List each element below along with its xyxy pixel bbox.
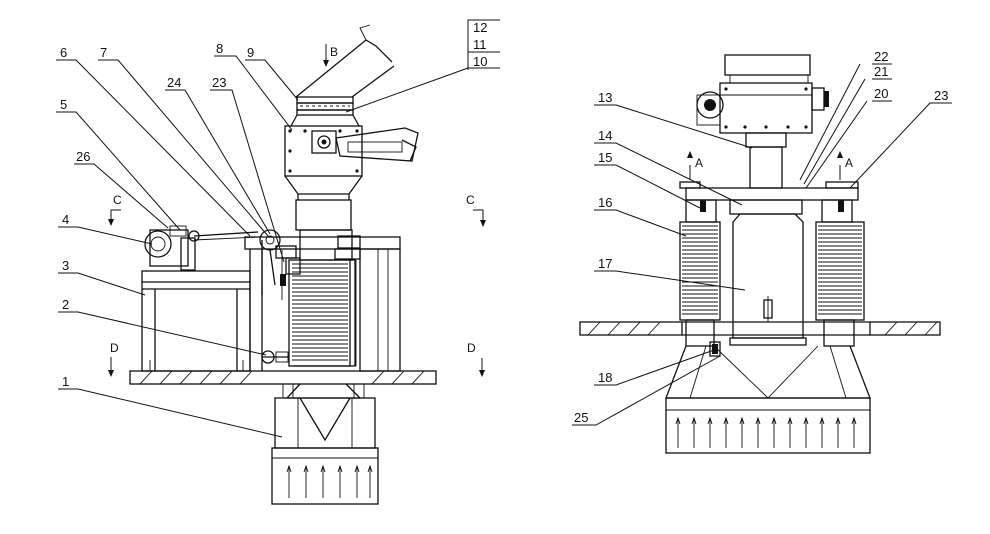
motor <box>144 225 259 271</box>
support-frame <box>141 270 251 372</box>
part-label: 9 <box>247 45 254 60</box>
part-label: 22 <box>874 49 888 64</box>
lower-hopper <box>271 383 379 505</box>
central-column <box>729 213 807 346</box>
screen-column <box>288 229 361 367</box>
part-labels-right: 22 21 20 23 13 14 15 16 17 18 25 <box>574 49 948 425</box>
ground-slab-right <box>579 321 941 336</box>
part-label: 1 <box>62 374 69 389</box>
left-view <box>129 24 437 505</box>
part-label: 15 <box>598 150 612 165</box>
part-label: 16 <box>598 195 612 210</box>
platform-beam <box>679 181 859 215</box>
part-label: 26 <box>76 149 90 164</box>
top-drive <box>696 54 829 134</box>
section-label: B <box>330 45 338 59</box>
right-view <box>579 54 941 454</box>
part-label: 14 <box>598 128 612 143</box>
section-label: A <box>695 156 703 170</box>
feed-chute <box>295 24 395 98</box>
ground-slab-left <box>129 370 437 385</box>
screen-stack-right <box>815 199 865 347</box>
part-label: 6 <box>60 45 67 60</box>
neck <box>745 132 787 189</box>
part-label: 8 <box>216 41 223 56</box>
part-label: 10 <box>473 54 487 69</box>
section-label: A <box>845 156 853 170</box>
screen-stack-left <box>679 199 721 347</box>
part-label: 17 <box>598 256 612 271</box>
part-label: 18 <box>598 370 612 385</box>
part-labels-left: 12 11 10 9 8 6 7 24 23 5 26 4 3 2 1 <box>60 20 487 389</box>
side-bracket <box>261 350 289 364</box>
part-label: 25 <box>574 410 588 425</box>
tensioner <box>259 229 301 300</box>
part-label: 21 <box>874 64 888 79</box>
inlet-flange <box>290 96 360 127</box>
section-label: D <box>467 341 476 355</box>
part-label: 2 <box>62 297 69 312</box>
part-label: 23 <box>934 88 948 103</box>
section-label: C <box>113 193 122 207</box>
part-label: 13 <box>598 90 612 105</box>
part-label: 20 <box>874 86 888 101</box>
leader-lines <box>56 19 952 438</box>
discharge-base <box>665 341 871 454</box>
part-label: 5 <box>60 97 67 112</box>
part-label: 12 <box>473 20 487 35</box>
part-label: 7 <box>100 45 107 60</box>
section-markers <box>108 44 843 377</box>
part-label: 23 <box>212 75 226 90</box>
part-label: 11 <box>473 37 487 52</box>
section-label: D <box>110 341 119 355</box>
section-labels: C C D D B A A <box>110 45 853 355</box>
section-label: C <box>466 193 475 207</box>
part-label: 3 <box>62 258 69 273</box>
part-label: 24 <box>167 75 181 90</box>
top-housing <box>284 125 419 231</box>
part-label: 4 <box>62 212 69 227</box>
